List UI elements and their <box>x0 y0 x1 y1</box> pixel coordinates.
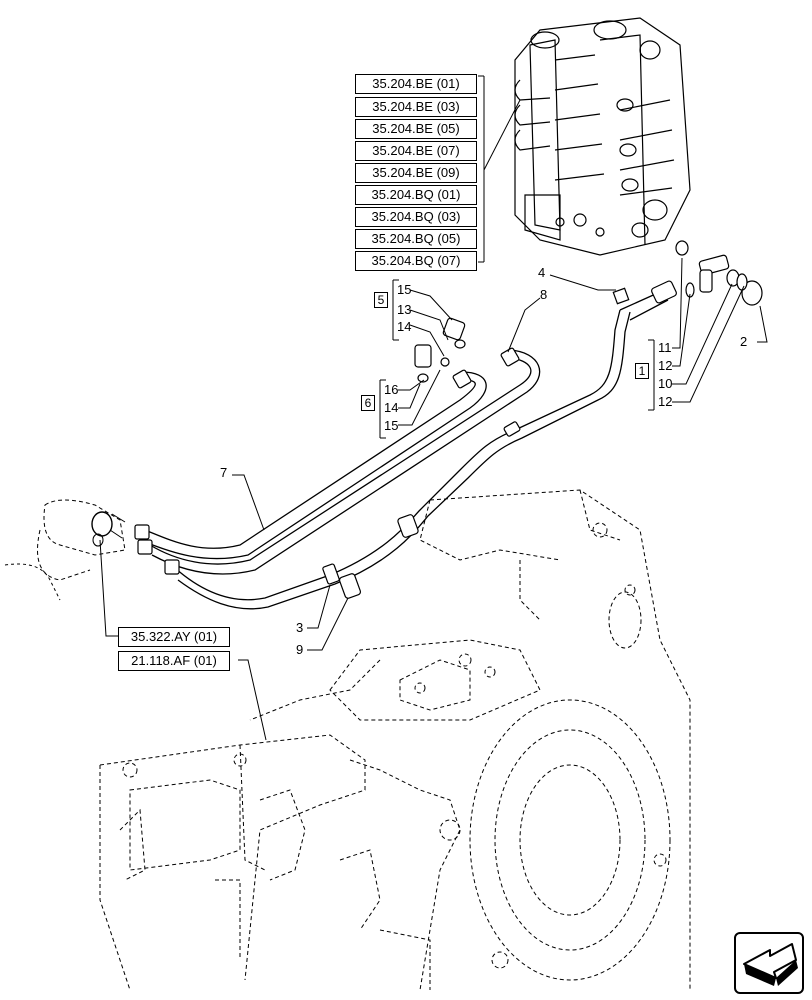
callout-11: 11 <box>658 340 672 355</box>
valve-ref-3[interactable]: 35.204.BE (05) <box>355 119 477 139</box>
coupler-ref[interactable]: 35.322.AY (01) <box>118 627 230 647</box>
callout-10: 10 <box>658 376 673 391</box>
valve-ref-4[interactable]: 35.204.BE (07) <box>355 141 477 161</box>
valve-ref-5[interactable]: 35.204.BE (09) <box>355 163 477 183</box>
valve-ref-2[interactable]: 35.204.BE (03) <box>355 97 477 117</box>
callout-16: 16 <box>384 382 399 397</box>
callout-8: 8 <box>540 287 548 302</box>
callout-9: 9 <box>296 642 304 657</box>
callout-13: 13 <box>397 302 412 317</box>
group-box-6: 6 <box>361 395 375 411</box>
leader-lines <box>99 75 768 741</box>
valve-ref-8[interactable]: 35.204.BQ (05) <box>355 229 477 249</box>
valve-ref-9[interactable]: 35.204.BQ (07) <box>355 251 477 271</box>
coupler-assembly <box>4 499 126 601</box>
callout-2: 2 <box>740 334 748 349</box>
callout-12: 12 <box>658 358 673 373</box>
next-page-arrow-icon <box>743 943 798 986</box>
next-page-button[interactable] <box>734 932 804 994</box>
hydraulic-pipes <box>144 291 669 610</box>
callout-4: 4 <box>538 265 546 280</box>
fittings <box>134 240 763 599</box>
callout-14-b: 14 <box>384 400 399 415</box>
callout-12-b: 12 <box>658 394 673 409</box>
valve-ref-6[interactable]: 35.204.BQ (01) <box>355 185 477 205</box>
valve-ref-1[interactable]: 35.204.BE (01) <box>355 74 477 94</box>
group-box-1: 1 <box>635 363 649 379</box>
group-box-5: 5 <box>374 292 388 308</box>
control-valve-assembly <box>514 17 691 256</box>
housing-ref[interactable]: 21.118.AF (01) <box>118 651 230 671</box>
callout-14: 14 <box>397 319 412 334</box>
callout-3: 3 <box>296 620 304 635</box>
callout-15-b: 15 <box>384 418 399 433</box>
callout-15: 15 <box>397 282 412 297</box>
transmission-housing <box>99 489 691 991</box>
valve-ref-7[interactable]: 35.204.BQ (03) <box>355 207 477 227</box>
callout-7: 7 <box>220 465 228 480</box>
